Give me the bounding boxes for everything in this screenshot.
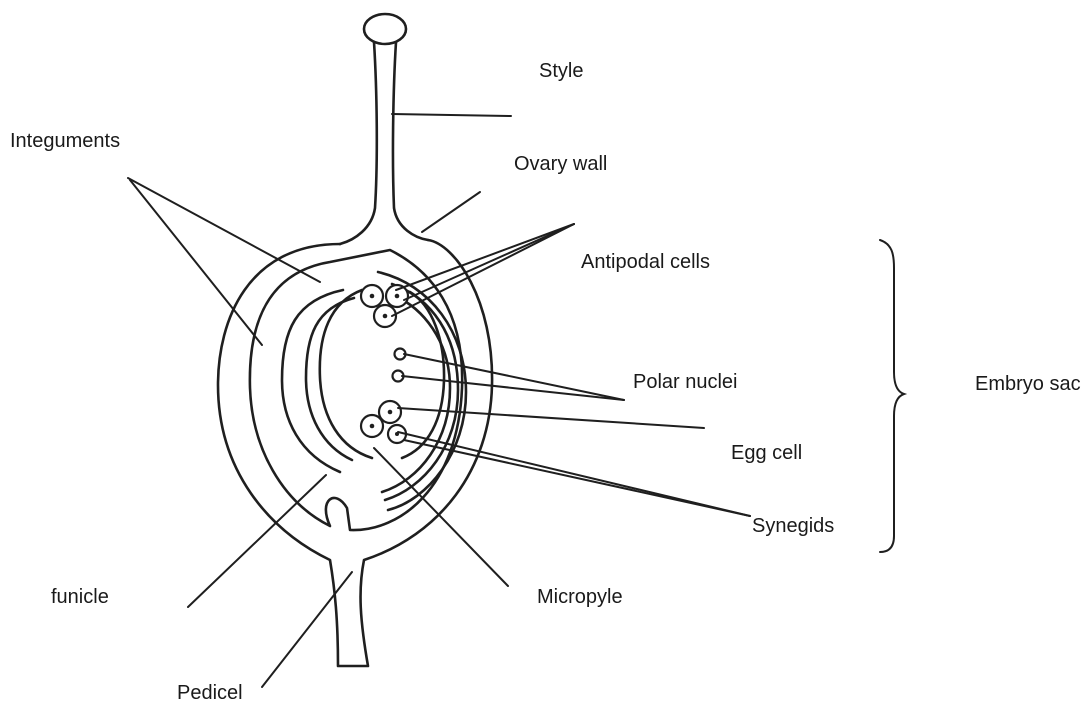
polar-nuclei-label: Polar nuclei: [633, 371, 738, 393]
antipodal-cells-label: Antipodal cells: [581, 251, 710, 273]
synegids-label: Synegids: [752, 515, 834, 537]
leader-lines: [128, 114, 750, 687]
ovary-wall-label: Ovary wall: [514, 153, 607, 175]
pedicel-label: Pedicel: [177, 682, 243, 704]
funicle-label: funicle: [51, 586, 109, 608]
egg-cell-label: Egg cell: [731, 442, 802, 464]
antipodal-cells: [361, 285, 408, 327]
embryo-sac-label: Embryo sac: [975, 373, 1081, 395]
style-structure: [340, 14, 428, 244]
embryo-sac-brace: [880, 240, 904, 552]
style-label: Style: [539, 60, 583, 82]
integuments-label: Integuments: [10, 130, 120, 152]
micropyle-label: Micropyle: [537, 586, 623, 608]
